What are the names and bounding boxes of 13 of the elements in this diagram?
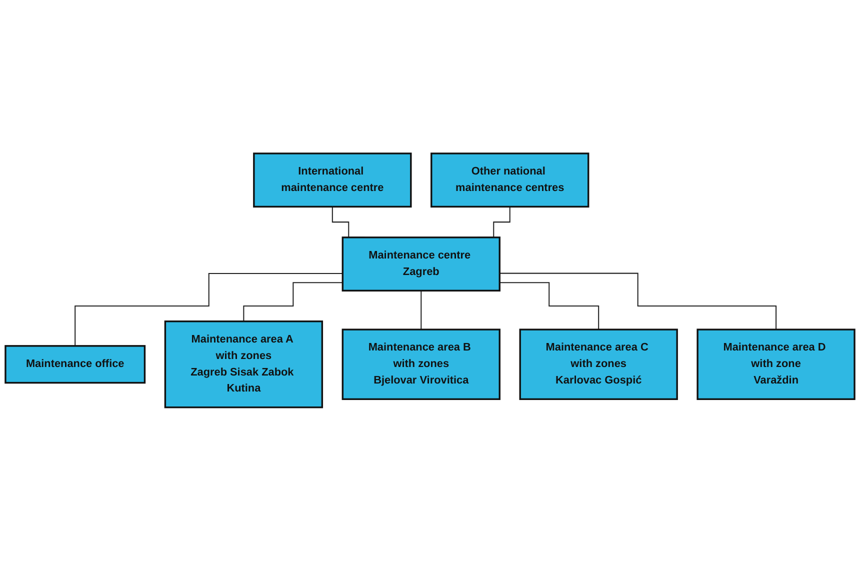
node-box: Maintenance area B with zones Bjelovar Virovitica bbox=[342, 328, 500, 400]
node-box: Maintenance area C with zones Karlovac Gospić bbox=[519, 328, 678, 400]
node-box: Other national maintenance centres bbox=[430, 152, 590, 208]
connector bbox=[243, 282, 343, 322]
connector bbox=[420, 290, 422, 330]
node-box: Maintenance centre Zagreb bbox=[342, 236, 500, 292]
connector bbox=[74, 273, 343, 347]
connector bbox=[500, 272, 777, 330]
node-box: Maintenance area D with zone Varaždin bbox=[696, 328, 856, 400]
node-box: Maintenance office bbox=[4, 345, 146, 384]
node-box: International maintenance centre bbox=[253, 152, 412, 208]
connector bbox=[500, 282, 600, 330]
node-box: Maintenance area A with zones Zagreb Sisak Zabok Kutina bbox=[164, 320, 324, 408]
